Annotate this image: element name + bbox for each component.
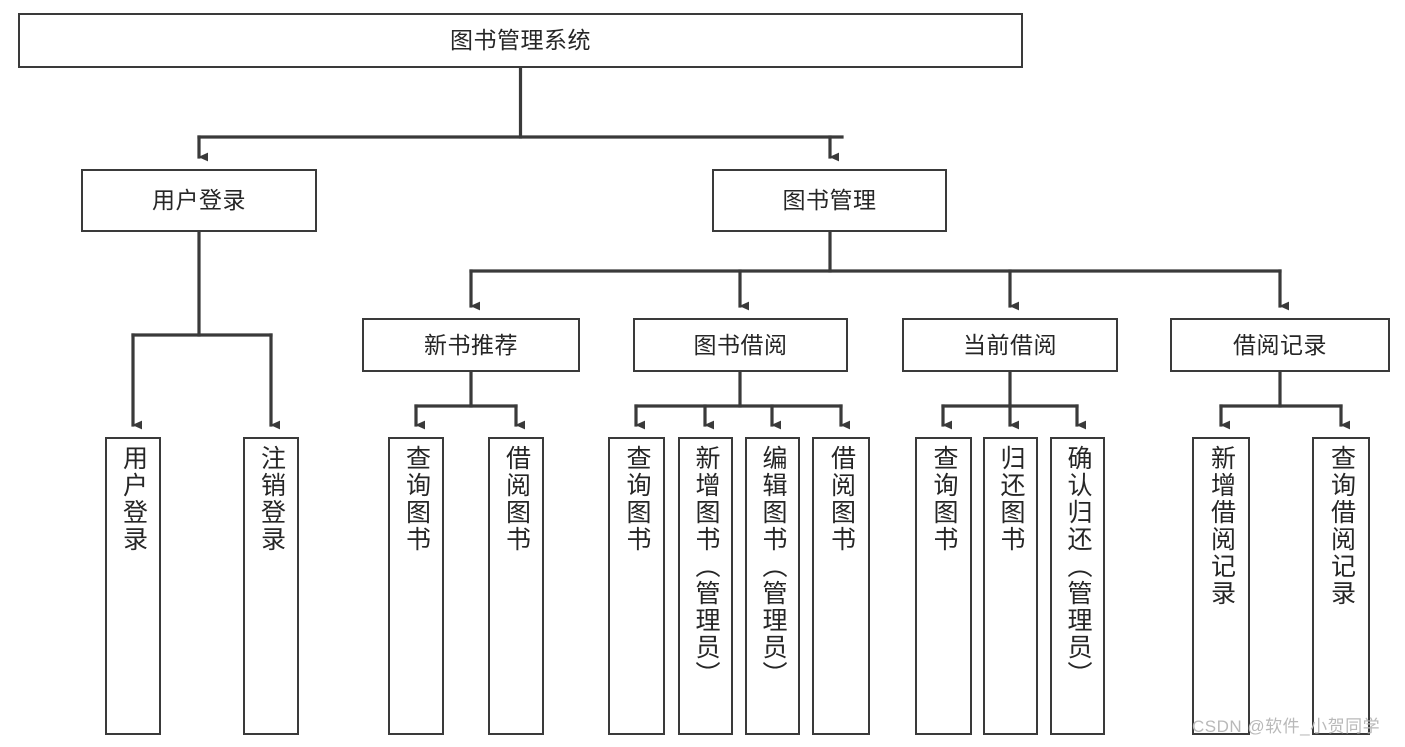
node-current-borrow[interactable]: 当前借阅: [902, 318, 1118, 372]
node-leaf-borrow-book-2-label: 借阅图书: [827, 445, 856, 553]
node-leaf-query-record[interactable]: 查询借阅记录: [1312, 437, 1370, 735]
node-leaf-borrow-book-1[interactable]: 借阅图书: [488, 437, 544, 735]
node-leaf-query-book-1[interactable]: 查询图书: [388, 437, 444, 735]
connector-borrow-record-to-leaves: [1219, 370, 1351, 430]
node-book-borrow[interactable]: 图书借阅: [633, 318, 848, 372]
connector-current-borrow-to-leaves: [941, 370, 1087, 430]
node-leaf-user-login-label: 用户登录: [119, 445, 148, 553]
node-leaf-query-book-2-label: 查询图书: [623, 445, 651, 553]
node-leaf-query-book-3[interactable]: 查询图书: [915, 437, 972, 735]
node-leaf-return-book-label: 归还图书: [997, 445, 1025, 553]
node-leaf-query-book-1-label: 查询图书: [402, 445, 431, 553]
node-leaf-confirm-return[interactable]: 确认归还（管理员）: [1050, 437, 1105, 735]
node-leaf-query-book-3-label: 查询图书: [930, 445, 958, 553]
node-leaf-borrow-book-1-label: 借阅图书: [502, 445, 531, 553]
node-user-login-label: 用户登录: [152, 187, 246, 214]
node-leaf-logout[interactable]: 注销登录: [243, 437, 299, 735]
node-leaf-user-login[interactable]: 用户登录: [105, 437, 161, 735]
node-leaf-logout-label: 注销登录: [257, 445, 286, 553]
node-leaf-add-record[interactable]: 新增借阅记录: [1192, 437, 1250, 735]
connector-book-borrow-to-leaves: [634, 370, 851, 430]
connector-new-book-recommend-to-leaves: [414, 370, 526, 430]
node-leaf-edit-book[interactable]: 编辑图书（管理员）: [745, 437, 800, 735]
node-book-borrow-label: 图书借阅: [693, 331, 788, 358]
node-book-management[interactable]: 图书管理: [712, 169, 947, 232]
node-user-login[interactable]: 用户登录: [81, 169, 317, 232]
node-leaf-edit-book-label: 编辑图书（管理员）: [759, 445, 787, 688]
connector-book-management-to-level3: [469, 230, 1290, 311]
connector-user-login-to-leaves: [131, 230, 281, 430]
node-leaf-add-book-label: 新增图书（管理员）: [692, 445, 720, 688]
node-book-management-label: 图书管理: [782, 187, 877, 214]
node-leaf-add-record-label: 新增借阅记录: [1207, 445, 1236, 607]
node-new-book-recommend-label: 新书推荐: [424, 331, 518, 358]
node-leaf-query-record-label: 查询借阅记录: [1327, 445, 1356, 607]
connector-root-to-level2: [197, 66, 844, 162]
node-root[interactable]: 图书管理系统: [18, 13, 1023, 68]
node-leaf-confirm-return-label: 确认归还（管理员）: [1064, 445, 1092, 688]
node-borrow-record-label: 借阅记录: [1233, 331, 1327, 358]
node-root-label: 图书管理系统: [450, 27, 591, 54]
node-new-book-recommend[interactable]: 新书推荐: [362, 318, 580, 372]
node-current-borrow-label: 当前借阅: [963, 331, 1057, 358]
node-leaf-borrow-book-2[interactable]: 借阅图书: [812, 437, 870, 735]
node-leaf-add-book[interactable]: 新增图书（管理员）: [678, 437, 733, 735]
node-borrow-record[interactable]: 借阅记录: [1170, 318, 1390, 372]
node-leaf-return-book[interactable]: 归还图书: [983, 437, 1038, 735]
node-leaf-query-book-2[interactable]: 查询图书: [608, 437, 665, 735]
